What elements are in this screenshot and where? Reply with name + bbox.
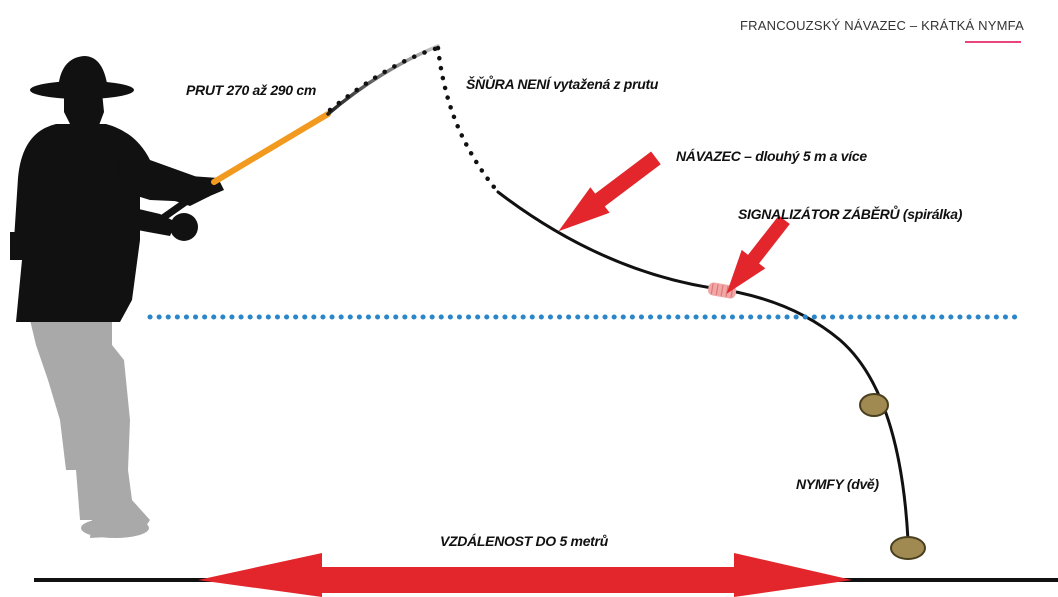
header-accent-rule (965, 41, 1021, 43)
fly-line-dotted (327, 45, 501, 195)
nymph-upper (859, 393, 889, 417)
nymph-lower (890, 536, 926, 560)
diagram-header: FRANCOUZSKÝ NÁVAZEC – KRÁTKÁ NYMFA (740, 18, 1024, 33)
distance-label: VZDÁLENOST DO 5 metrů (440, 533, 608, 549)
nymphs-label: NYMFY (dvě) (796, 476, 879, 492)
line-label: ŠŇŮRA NENÍ vytažená z prutu (466, 76, 659, 92)
indicator-label: SIGNALIZÁTOR ZÁBĚRŮ (spirálka) (738, 206, 963, 222)
distance-double-arrow (198, 553, 852, 597)
fly-rod (156, 44, 440, 224)
leader-pointer-arrow (558, 151, 661, 232)
indicator-pointer-arrow (726, 215, 790, 294)
angler-silhouette (10, 56, 224, 322)
angler-reflection (30, 320, 150, 538)
leader-label: NÁVAZEC – dlouhý 5 m a více (676, 148, 867, 164)
rod-label: PRUT 270 až 290 cm (186, 82, 317, 98)
leader-line (496, 190, 910, 542)
